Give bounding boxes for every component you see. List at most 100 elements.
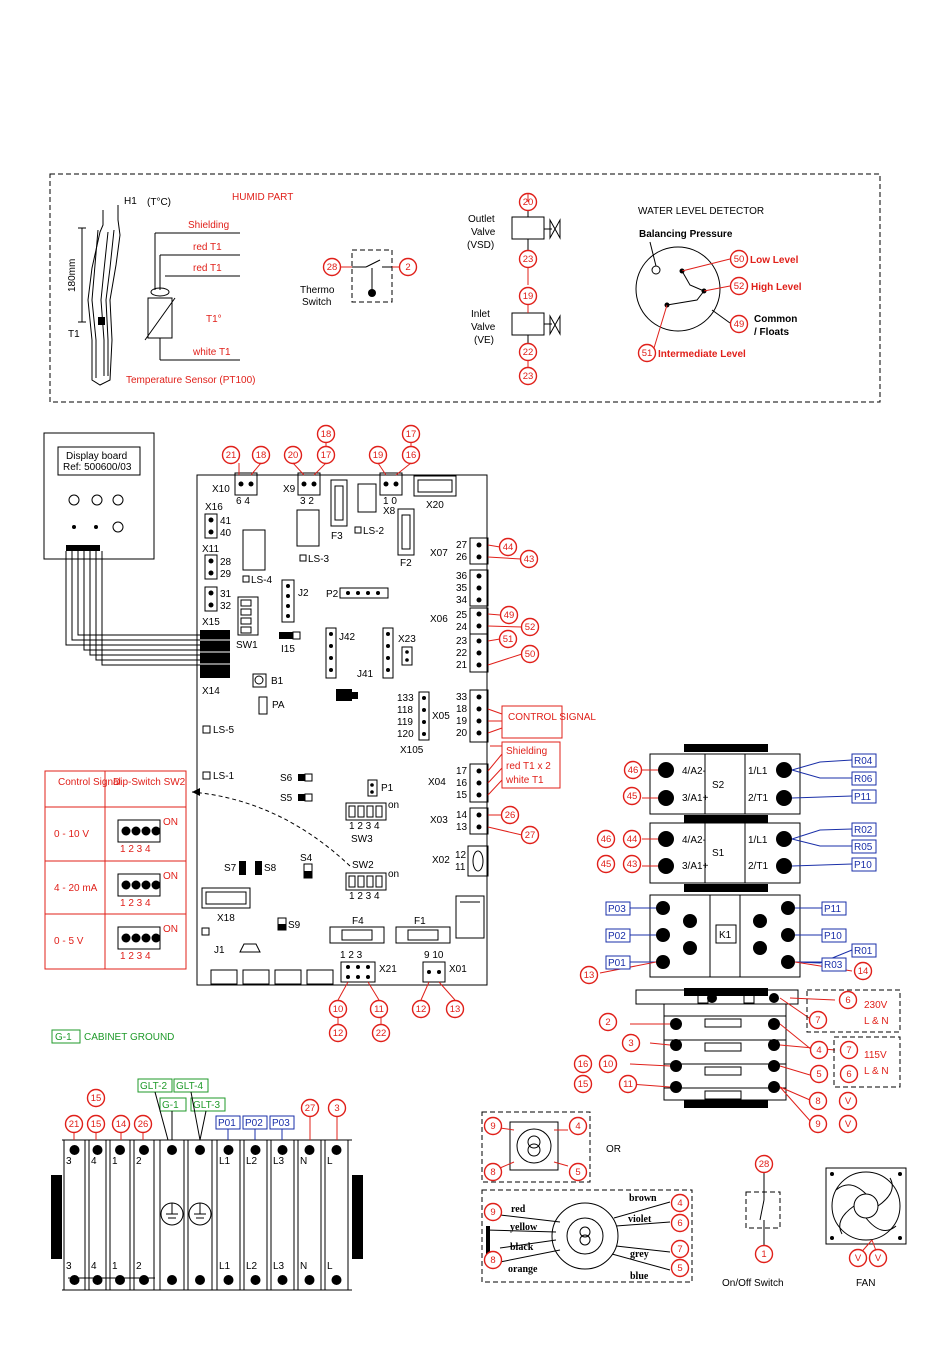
callout-trans-2: 8 [483, 1162, 503, 1182]
b1-label: B1 [271, 676, 284, 687]
callout-term-5: 7 [839, 1040, 859, 1060]
callout-board_bottom-2: 12 [411, 999, 431, 1019]
pin-31: 31 [220, 589, 232, 600]
svg-text:8: 8 [815, 1096, 820, 1107]
s4-label: S4 [300, 853, 313, 864]
callout-grid-5: 3 [327, 1098, 347, 1118]
pin-118: 118 [397, 705, 413, 716]
v115-label: 115V [864, 1050, 887, 1061]
j2-label: J2 [298, 588, 309, 599]
x01-label: X01 [449, 964, 467, 975]
wire-red: red [511, 1204, 526, 1215]
callout-term-12: 8 [808, 1091, 828, 1111]
svg-text:GLT-2: GLT-2 [140, 1081, 167, 1092]
terminal-10: LL [324, 1139, 349, 1291]
display-board-ref: Ref: 500600/03 [63, 462, 132, 473]
callout-board_right-0: 44 [498, 537, 518, 557]
t1-label: T1 [68, 329, 80, 340]
svg-text:1: 1 [112, 1156, 118, 1167]
callout-relay-2: 46 [596, 829, 616, 849]
ground-label: CABINET GROUND [84, 1032, 174, 1043]
fan-label: FAN [856, 1278, 875, 1289]
svg-text:4: 4 [91, 1156, 97, 1167]
terminal-5 [187, 1139, 213, 1291]
pa-label: PA [272, 700, 285, 711]
s2-l1: 1/L1 [748, 766, 768, 777]
svg-text:ON: ON [163, 817, 178, 828]
callout-relay-3: 44 [622, 829, 642, 849]
s1-a1: 3/A1+ [682, 861, 709, 872]
x14-label: X14 [202, 686, 220, 697]
pin-33: 33 [456, 692, 468, 703]
callout-relay-7: 14 [853, 961, 873, 981]
svg-text:L: L [327, 1156, 333, 1167]
svg-text:26: 26 [505, 810, 516, 821]
svg-text:16: 16 [578, 1059, 589, 1070]
pin-24: 24 [456, 622, 468, 633]
wire-blue: blue [630, 1271, 649, 1282]
svg-text:5: 5 [575, 1167, 580, 1178]
pin-25: 25 [456, 610, 468, 621]
callout-humid-9: 49 [729, 314, 749, 334]
s2-t1: 2/T1 [748, 793, 768, 804]
svg-text:R03: R03 [824, 960, 843, 971]
tag-p10-s1: P10 [851, 857, 877, 872]
white-t1-label: white T1 [192, 347, 231, 358]
svg-text:20: 20 [523, 197, 534, 208]
callout-board_top-5: 19 [368, 445, 388, 465]
j42-label: J42 [339, 632, 356, 643]
callout-board_right-4: 51 [498, 629, 518, 649]
svg-text:ON: ON [163, 871, 178, 882]
sw2-on: on [388, 869, 399, 880]
svg-text:5: 5 [677, 1263, 682, 1274]
svg-text:46: 46 [628, 765, 639, 776]
svg-text:27: 27 [525, 830, 536, 841]
svg-text:43: 43 [524, 554, 535, 565]
svg-text:12: 12 [333, 1028, 344, 1039]
svg-text:12: 12 [416, 1004, 427, 1015]
control-signal-annotations: CONTROL SIGNAL Shielding red T1 x 2 whit… [487, 705, 596, 796]
svg-text:19: 19 [523, 291, 534, 302]
svg-text:V: V [875, 1253, 882, 1264]
svg-text:19: 19 [373, 450, 384, 461]
svg-text:9: 9 [490, 1121, 495, 1132]
x21-label: X21 [379, 964, 397, 975]
sw3-label: SW3 [351, 834, 373, 845]
x11-label: X11 [202, 544, 219, 555]
svg-text:R06: R06 [854, 774, 873, 785]
svg-text:4 - 20 mA: 4 - 20 mA [54, 883, 98, 894]
svg-text:1 2 3 4: 1 2 3 4 [120, 951, 151, 962]
relay-k1: K1 [649, 894, 801, 978]
pin-20: 20 [456, 728, 468, 739]
svg-text:10: 10 [333, 1004, 344, 1015]
svg-text:4: 4 [91, 1261, 97, 1272]
svg-text:50: 50 [525, 649, 536, 660]
display-board-label: Display board [66, 451, 127, 462]
low-level-label: Low Level [750, 255, 799, 266]
svg-text:1 2 3 4: 1 2 3 4 [120, 844, 151, 855]
tag-r03: R03 [821, 957, 847, 972]
svg-text:6: 6 [677, 1218, 682, 1229]
callout-trans-7: 7 [670, 1239, 690, 1259]
callout-trans-5: 4 [670, 1193, 690, 1213]
callout-trans-4: 9 [483, 1202, 503, 1222]
svg-text:7: 7 [677, 1244, 682, 1255]
svg-text:5: 5 [816, 1069, 821, 1080]
callout-term-6: 5 [809, 1064, 829, 1084]
svg-text:15: 15 [578, 1079, 589, 1090]
x01-pins: 9 10 [424, 950, 444, 961]
svg-text:2: 2 [405, 262, 410, 273]
shielding-label: Shielding [188, 220, 229, 231]
callout-v-2: V [848, 1248, 868, 1268]
svg-text:P10: P10 [824, 931, 842, 942]
svg-text:44: 44 [627, 834, 638, 845]
x21-pins: 1 2 3 [340, 950, 363, 961]
svg-text:15: 15 [91, 1119, 102, 1130]
pin-35: 35 [456, 583, 468, 594]
fan: FAN [825, 1167, 907, 1289]
s1-t1: 2/T1 [748, 861, 768, 872]
pin-41: 41 [220, 516, 232, 527]
svg-text:49: 49 [504, 610, 515, 621]
pin-19: 19 [456, 716, 468, 727]
tag-r04: R04 [851, 753, 877, 768]
